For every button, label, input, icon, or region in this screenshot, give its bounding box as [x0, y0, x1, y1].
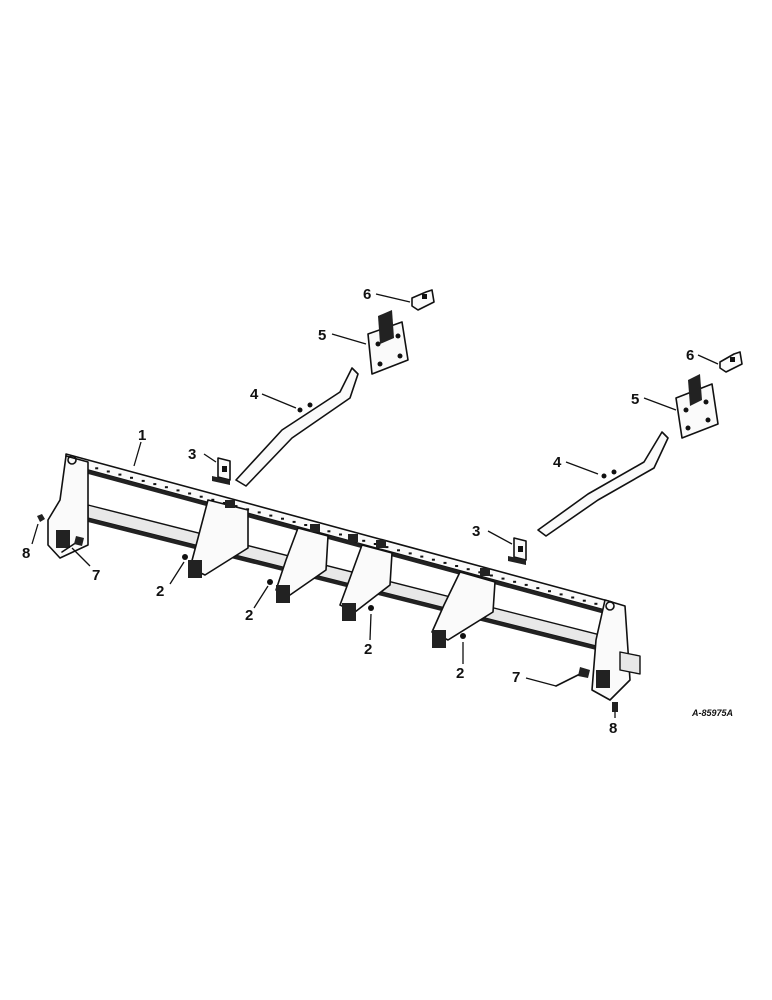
bracket-left [212, 457, 231, 485]
hanger-plate-2 [275, 527, 329, 603]
mount-plate-left [367, 310, 409, 375]
callout-7: 7 [92, 567, 100, 584]
bar-hole [443, 561, 447, 564]
bar-hole [188, 492, 192, 495]
bar-hole [95, 467, 99, 470]
bar-hole [385, 546, 389, 549]
bar-hole [397, 549, 400, 552]
bar-hole [211, 498, 215, 501]
bar-hole [582, 599, 586, 602]
callout-6: 6 [686, 347, 694, 364]
bar-hole [130, 476, 133, 479]
leader-lines [31, 293, 719, 718]
bar-hole [594, 602, 598, 605]
callout-3: 3 [472, 523, 480, 540]
callout-7: 7 [512, 669, 520, 686]
bar-hole [339, 533, 342, 536]
callout-8: 8 [609, 720, 617, 737]
callout-8: 8 [22, 545, 30, 562]
callout-3: 3 [188, 446, 196, 463]
bar-hole [257, 511, 261, 514]
toolbar-frame-assembly [47, 453, 641, 701]
hanger-plate-4 [431, 571, 496, 648]
bar-hole [234, 505, 238, 508]
arm-right [537, 431, 669, 537]
bar-hole [281, 517, 284, 520]
bar-hole [501, 577, 505, 580]
bar-hole [420, 555, 424, 558]
bar-hole [118, 473, 122, 476]
callout-2: 2 [156, 583, 164, 600]
hanger-plate-3 [339, 544, 393, 621]
nut-right [612, 702, 618, 712]
callout-2: 2 [456, 665, 464, 682]
callout-labels: 1 2 2 2 2 3 3 4 4 5 5 6 6 7 7 8 8 [22, 286, 694, 737]
bar-hole [524, 583, 528, 586]
arm-left [235, 367, 359, 487]
clip-left [411, 289, 435, 311]
callout-4: 4 [553, 454, 562, 471]
bar-hole [164, 486, 168, 489]
bar-hole [513, 580, 517, 583]
bar-hole [466, 568, 470, 571]
callout-2: 2 [245, 607, 253, 624]
hanger-plate-1 [188, 499, 249, 578]
bar-hole [292, 520, 296, 523]
bar-hole [559, 593, 563, 596]
callout-2: 2 [364, 641, 372, 658]
bracket-right [508, 537, 527, 565]
bar-hole [536, 587, 540, 590]
bolt-left [61, 536, 84, 553]
nut-left [37, 514, 45, 522]
callout-4: 4 [250, 386, 259, 403]
callout-5: 5 [318, 327, 326, 344]
bar-hole [176, 489, 180, 492]
stud-4 [460, 633, 466, 639]
callout-5: 5 [631, 391, 639, 408]
bar-hole [362, 539, 366, 542]
bar-hole [489, 574, 493, 577]
stud-2 [267, 579, 273, 585]
callout-6: 6 [363, 286, 371, 303]
stud-1 [182, 554, 188, 560]
bar-hole [141, 479, 145, 482]
bar-hole [269, 514, 273, 517]
bolt-right [555, 667, 590, 687]
bar-hole [373, 543, 377, 545]
bar-hole [408, 552, 412, 555]
bar-hole [153, 483, 157, 486]
bar-hole [106, 470, 110, 473]
bar-hole [548, 590, 551, 593]
callout-1: 1 [138, 427, 146, 444]
bar-hole [304, 524, 308, 526]
bar-hole [455, 565, 459, 567]
bar-hole [431, 558, 435, 561]
bar-hole [327, 530, 331, 533]
stud-3 [368, 605, 374, 611]
bar-hole [478, 571, 482, 574]
clip-right [719, 351, 743, 373]
mount-plate-right [675, 374, 719, 439]
bar-hole [199, 495, 203, 498]
bar-hole [571, 596, 575, 599]
drawing-code: A-85975A [691, 708, 733, 718]
bar-hole [222, 502, 226, 504]
